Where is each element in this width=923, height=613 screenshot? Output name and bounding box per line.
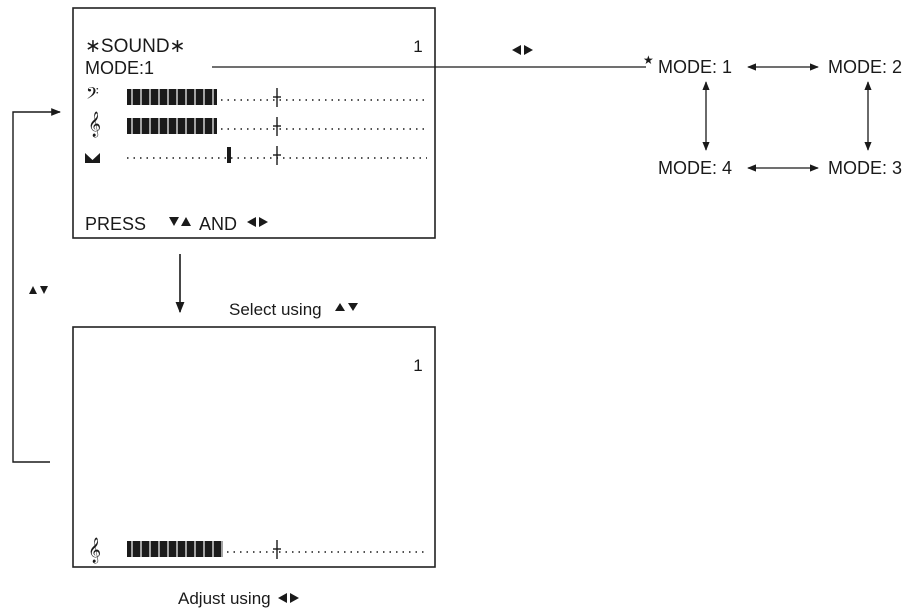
- balance-icon: [85, 153, 100, 163]
- bass-level-bar[interactable]: [127, 88, 427, 107]
- treble-level-bar[interactable]: [127, 117, 427, 136]
- select-arrows-icon: [335, 303, 358, 311]
- sound-screen-2: [72, 326, 436, 568]
- mode-4-label: MODE: 4: [658, 158, 732, 178]
- screen2-treble-clef-icon: 𝄞: [88, 537, 101, 563]
- screen2-treble-level-bar[interactable]: [127, 540, 427, 559]
- level-fill: [127, 541, 223, 557]
- bass-clef-icon: 𝄢: [86, 85, 99, 107]
- level-marker: [227, 147, 231, 163]
- return-arrows-icon: [29, 286, 48, 294]
- press-text: PRESS: [85, 214, 146, 234]
- sound-title: ∗SOUND∗: [85, 36, 185, 57]
- mode-star-icon: ★: [643, 53, 654, 67]
- return-flow-arrow: [12, 108, 61, 463]
- mode-3-label: MODE: 3: [828, 158, 902, 178]
- screen2-page-number: 1: [413, 356, 422, 375]
- select-using-text: Select using: [229, 300, 322, 319]
- balance-level-bar[interactable]: [127, 146, 427, 165]
- mode-1-label: MODE: 1: [658, 57, 732, 77]
- and-text: AND: [199, 214, 237, 234]
- screen1-page-number: 1: [413, 37, 422, 56]
- mode-2-label: MODE: 2: [828, 57, 902, 77]
- treble-clef-icon: 𝄞: [88, 111, 101, 137]
- left-right-arrows-icon: [247, 217, 268, 227]
- adjust-arrows-icon: [278, 593, 299, 603]
- down-up-arrows-icon: [169, 217, 191, 226]
- mode-change-arrows-icon: [512, 45, 533, 55]
- adjust-using-text: Adjust using: [178, 589, 271, 608]
- mode-label: MODE:1: [85, 58, 154, 78]
